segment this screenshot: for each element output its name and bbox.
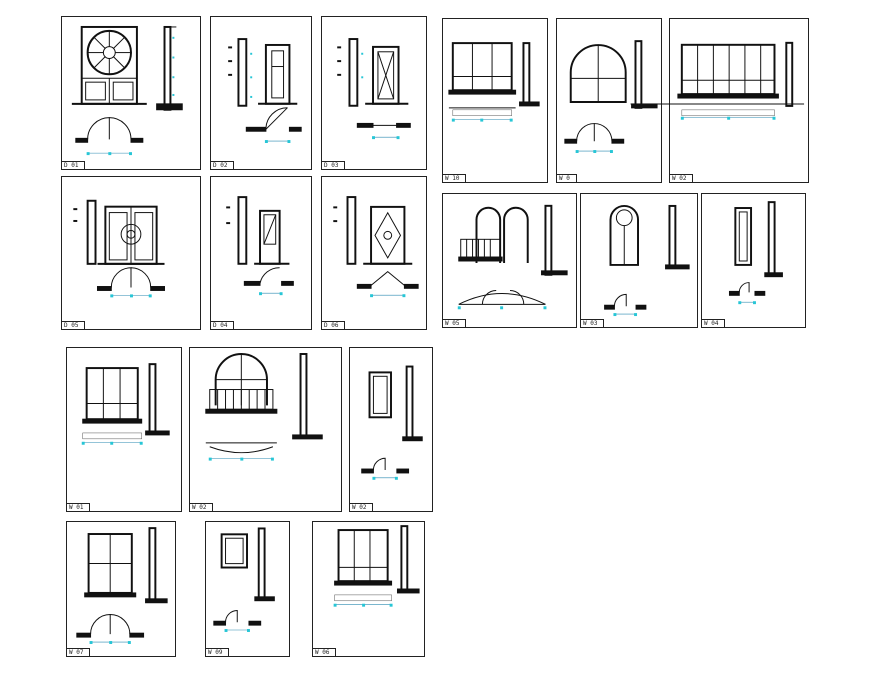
sheet-w05: W 05 bbox=[442, 193, 577, 328]
d02-panel-door-drawing bbox=[228, 38, 302, 143]
sheet-d05: D 05 bbox=[61, 176, 201, 330]
w06-triple-window-drawing bbox=[333, 525, 420, 607]
w05-twin-arched-balcony-drawing bbox=[457, 204, 568, 310]
sheet-code-label: W 04 bbox=[702, 319, 726, 327]
d05-double-door-drawing bbox=[73, 199, 166, 298]
sheet-w04: W 04 bbox=[701, 193, 806, 328]
sheet-w09: W 09 bbox=[205, 521, 290, 657]
sheet-code-label: W 06 bbox=[313, 648, 337, 656]
sheet-code-label: W 10 bbox=[443, 174, 467, 182]
sheet-code-label: W 03 bbox=[581, 319, 605, 327]
sheet-code-label: W 02 bbox=[190, 503, 214, 511]
w09-square-window-drawing bbox=[213, 527, 275, 632]
w02-small-window-drawing bbox=[361, 365, 423, 480]
w07-casement-window-drawing bbox=[76, 527, 168, 644]
d03-cross-door-drawing bbox=[337, 38, 411, 140]
sheet-w02-arched: W 02 bbox=[189, 347, 342, 512]
sheet-w07: W 07 bbox=[66, 521, 176, 657]
sheet-code-label: W 07 bbox=[67, 648, 91, 656]
sheet-w0: W 0 bbox=[556, 18, 662, 183]
sheet-d02: D 02 bbox=[210, 16, 312, 170]
w10-triple-window-drawing bbox=[448, 42, 540, 122]
sheet-code-label: W 02 bbox=[670, 174, 694, 182]
sheet-w10: W 10 bbox=[442, 18, 548, 183]
d04-single-door-drawing bbox=[226, 196, 294, 296]
sheet-w02-small: W 02 bbox=[349, 347, 433, 512]
sheet-code-label: W 01 bbox=[67, 503, 91, 511]
sheet-d04: D 04 bbox=[210, 176, 312, 330]
sheet-code-label: W 05 bbox=[443, 319, 467, 327]
sheet-w06: W 06 bbox=[312, 521, 425, 657]
sheet-w02-wide: W 02 bbox=[630, 18, 809, 183]
sheet-code-label: W 09 bbox=[206, 648, 230, 656]
sheet-code-label: D 06 bbox=[322, 321, 346, 329]
sheet-w03-round: W 03 bbox=[580, 193, 698, 328]
sheet-d01: D 01 bbox=[61, 16, 201, 170]
w02-arched-balcony-window-drawing bbox=[205, 353, 323, 461]
sheet-code-label: D 01 bbox=[62, 161, 86, 169]
sheet-code-label: W 02 bbox=[350, 503, 374, 511]
w02-wide-window-drawing bbox=[630, 41, 805, 120]
sheet-code-label: D 04 bbox=[211, 321, 235, 329]
w01-triple-sash-window-drawing bbox=[81, 363, 170, 445]
sheet-code-label: W 0 bbox=[557, 174, 577, 182]
sheet-code-label: D 03 bbox=[322, 161, 346, 169]
w03-round-top-window-drawing bbox=[604, 204, 690, 317]
d06-diamond-door-drawing bbox=[333, 196, 419, 298]
sheet-code-label: D 05 bbox=[62, 321, 86, 329]
sheet-code-label: D 02 bbox=[211, 161, 235, 169]
sheet-d06: D 06 bbox=[321, 176, 427, 330]
w04-narrow-window-drawing bbox=[728, 201, 783, 305]
sheet-w01: W 01 bbox=[66, 347, 182, 512]
d01-round-door-drawing bbox=[71, 25, 183, 156]
w0-arched-window-drawing bbox=[564, 40, 658, 153]
sheet-d03: D 03 bbox=[321, 16, 427, 170]
